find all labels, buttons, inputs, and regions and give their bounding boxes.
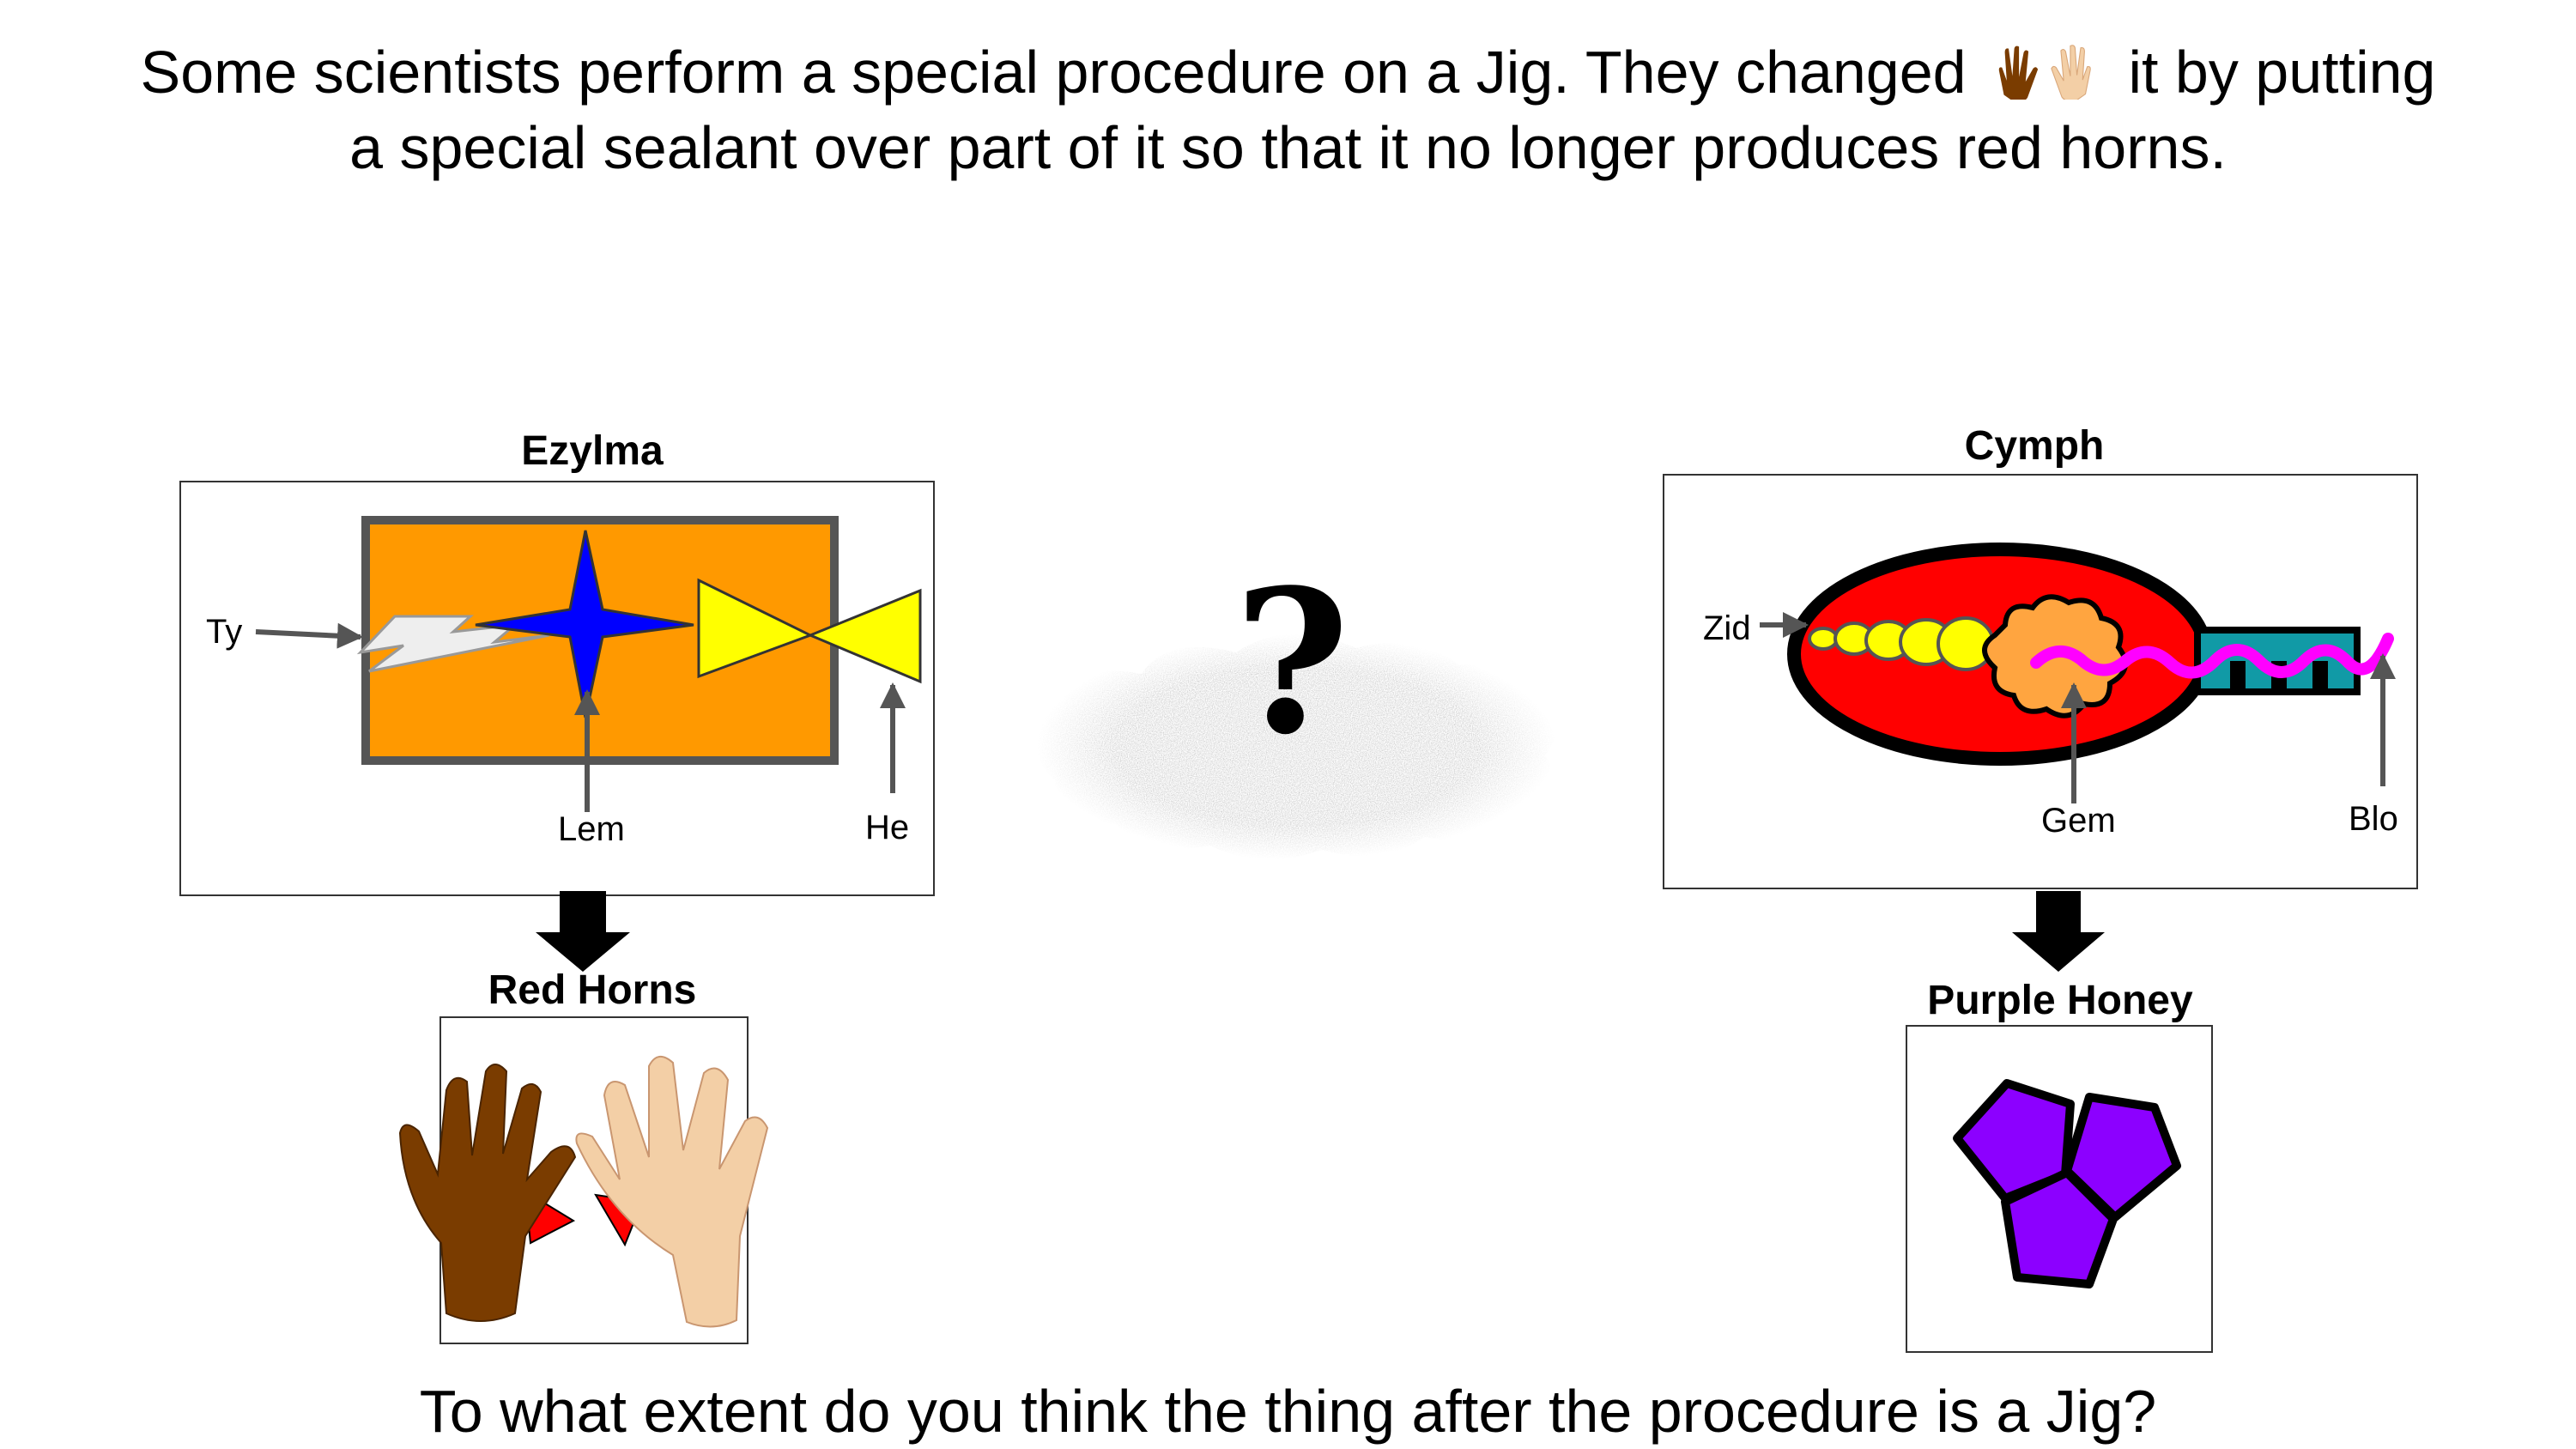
blo-label: Blo [2349, 800, 2398, 838]
lem-label: Lem [558, 810, 625, 848]
prompt-line-1-end: it by putting [2128, 39, 2436, 106]
lightning-icon [356, 615, 550, 673]
cloud-icon [1013, 618, 1579, 893]
cymph-comb [2194, 627, 2361, 695]
ty-label: Ty [206, 613, 243, 651]
prompt-line-1: Some scientists perform a special proced… [0, 34, 2576, 110]
he-label: He [865, 809, 910, 846]
question-prompt: To what extent do you think the thing af… [419, 1378, 2157, 1445]
wave-icon [2030, 633, 2394, 679]
prompt-top: Some scientists perform a special proced… [0, 34, 2576, 185]
gem-label: Gem [2041, 802, 2116, 840]
pentagon-icon [1953, 1079, 2181, 1288]
prompt-line-1-start: Some scientists perform a special proced… [140, 39, 1967, 106]
cymph-title: Cymph [1964, 423, 2105, 469]
prompt-line-2: a special sealant over part of it so tha… [349, 114, 2227, 181]
zid-label: Zid [1703, 609, 1751, 647]
cymph-output-arrow [2012, 891, 2105, 972]
ty-arrow [255, 622, 363, 649]
red-horns-title: Red Horns [488, 967, 697, 1013]
hands-icon [398, 1056, 769, 1328]
coil-icon [1808, 616, 1995, 671]
bowtie-icon [697, 578, 922, 684]
ezylma-title: Ezylma [521, 428, 664, 474]
purple-honey-title: Purple Honey [1927, 978, 2193, 1023]
ezylma-output-arrow [536, 891, 630, 972]
question-mark: ? [1234, 547, 1350, 779]
hands-icon [1983, 39, 2112, 102]
